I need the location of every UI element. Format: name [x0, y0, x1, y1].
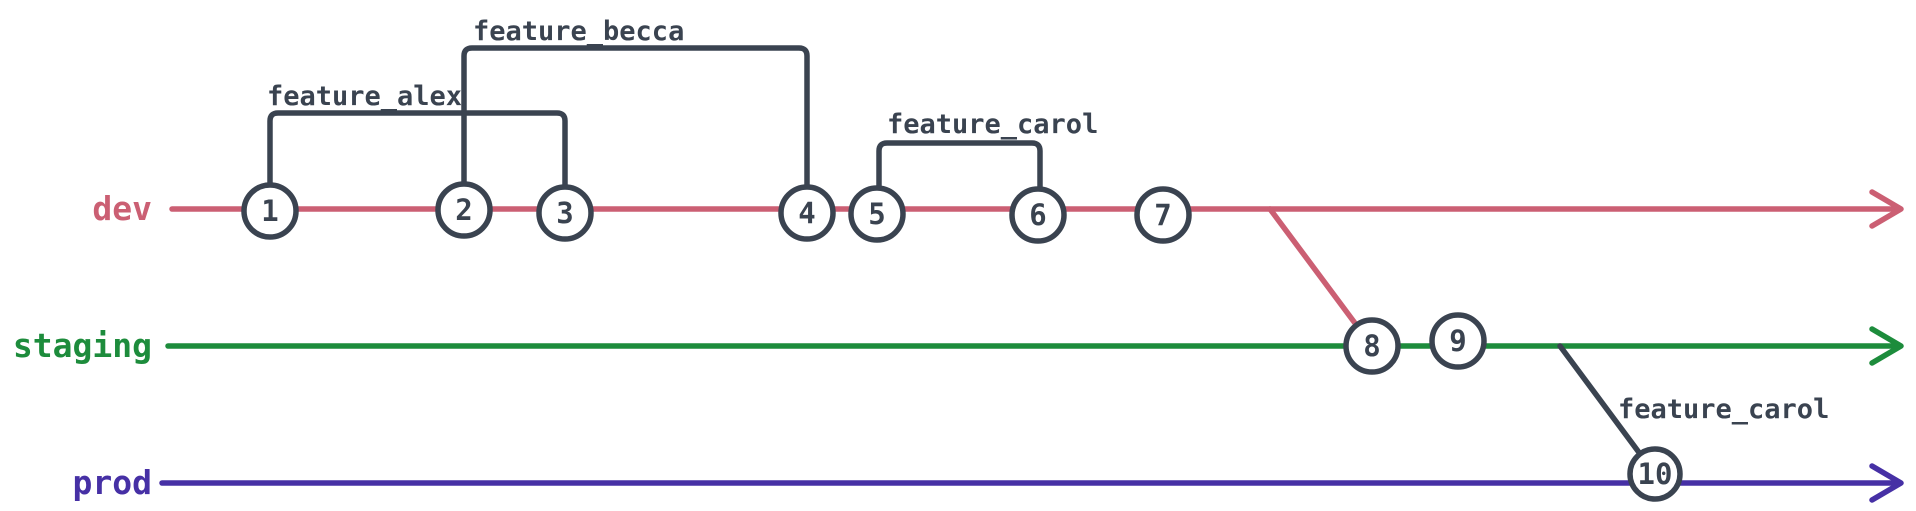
feature-bracket-alex: [267, 110, 568, 192]
commit-circle-6: [1009, 186, 1067, 244]
branch-label-staging: staging: [13, 326, 152, 365]
staging-arrowhead-icon: [1869, 326, 1904, 366]
dev-arrowhead-icon: [1869, 189, 1904, 229]
commit-label-1: 1: [261, 194, 278, 228]
feature-label-carol-top: feature_carol: [887, 109, 1098, 140]
commit-node-2: 2: [435, 181, 493, 239]
commit-label-9: 9: [1449, 324, 1466, 358]
branch-label-dev: dev: [92, 189, 152, 228]
commit-circle-10: [1627, 446, 1683, 502]
commit-circle-7: [1134, 186, 1192, 244]
commit-node-9: 9: [1429, 312, 1487, 370]
commit-node-1: 1: [241, 182, 299, 240]
commit-node-4: 4: [778, 184, 836, 242]
feature-label-alex: feature_alex: [267, 81, 462, 112]
commit-label-3: 3: [556, 196, 573, 230]
commit-node-6: 6: [1009, 186, 1067, 244]
commit-node-8: 8: [1343, 317, 1401, 375]
commit-label-4: 4: [798, 196, 815, 230]
commit-circle-1: [241, 182, 299, 240]
commit-label-8: 8: [1363, 329, 1380, 363]
commit-node-10: 10: [1627, 446, 1683, 502]
commit-circle-3: [536, 184, 594, 242]
branch-label-prod: prod: [73, 463, 152, 502]
commit-node-3: 3: [536, 184, 594, 242]
commit-circle-5: [848, 185, 906, 243]
commit-circle-9: [1429, 312, 1487, 370]
feature-label-becca: feature_becca: [473, 16, 684, 47]
commit-circle-8: [1343, 317, 1401, 375]
commit-label-6: 6: [1029, 198, 1046, 232]
commit-circle-2: [435, 181, 493, 239]
feature-bracket-becca: [461, 45, 810, 191]
commit-label-10: 10: [1638, 457, 1673, 491]
commit-label-2: 2: [455, 193, 472, 227]
commit-label-5: 5: [868, 197, 885, 231]
commit-node-7: 7: [1134, 186, 1192, 244]
commit-circle-4: [778, 184, 836, 242]
feature-label-carol-bottom: feature_carol: [1618, 394, 1829, 425]
commit-node-5: 5: [848, 185, 906, 243]
feature-bracket-carol: [876, 140, 1043, 195]
prod-arrowhead-icon: [1869, 463, 1904, 503]
commit-label-7: 7: [1154, 198, 1171, 232]
